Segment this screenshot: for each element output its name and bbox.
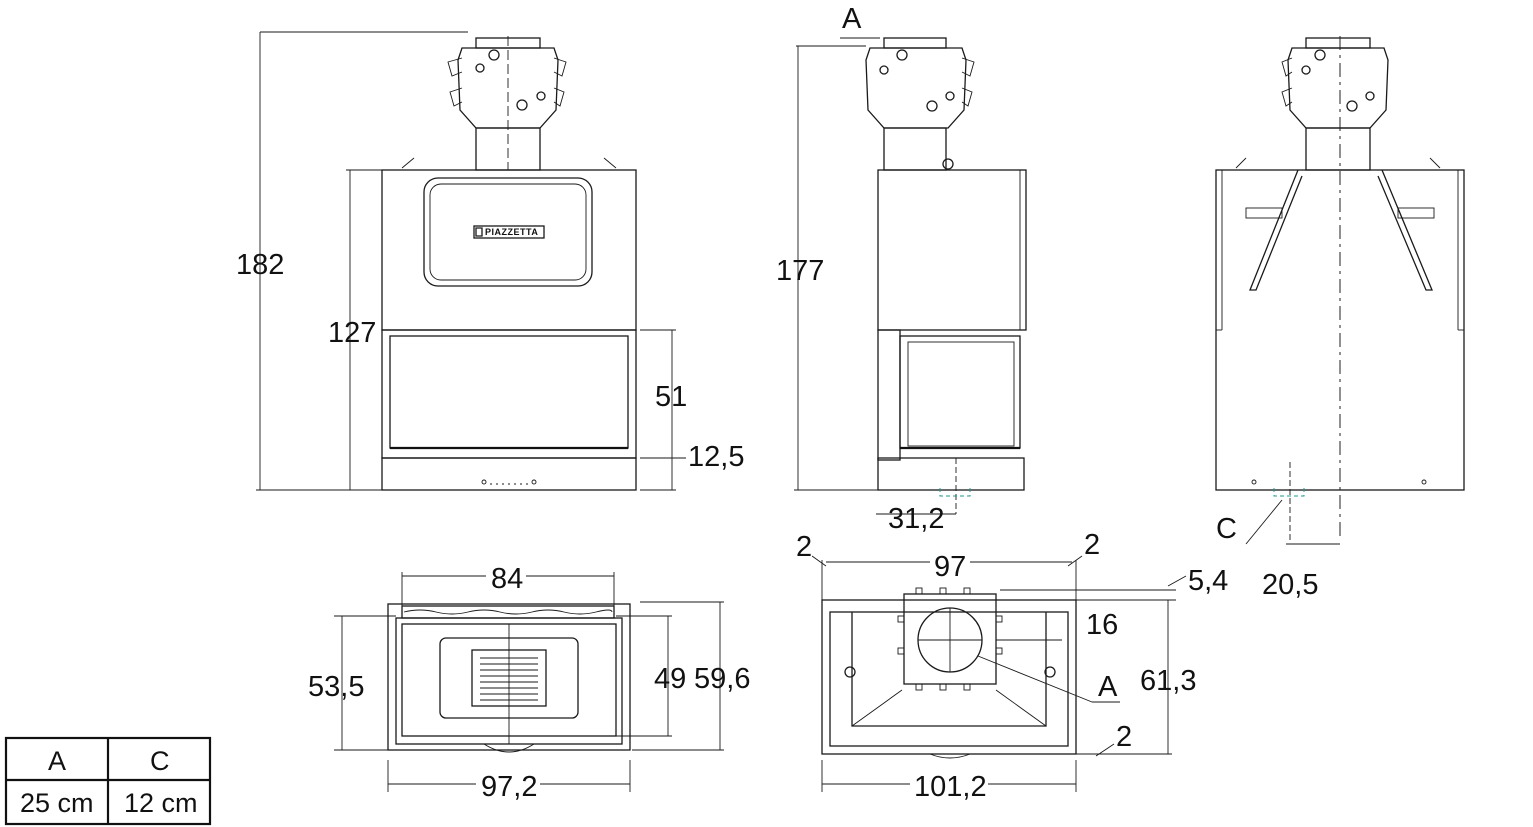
brand-logo (473, 225, 545, 239)
side-hood (877, 169, 1027, 331)
dim-plan-101-2: 101,2 (914, 771, 987, 803)
front-hood-panel (423, 177, 593, 287)
dim-front-127: 127 (328, 317, 376, 349)
dim-plan-2-right: 2 (1084, 529, 1100, 561)
dim-top-84: 84 (491, 563, 523, 595)
plan-dimensions: 97 2 2 5,4 16 61,3 A 2 101,2 (796, 529, 1228, 803)
front-hood (381, 169, 637, 331)
side-flue-collar (865, 37, 975, 171)
dim-front-182: 182 (236, 249, 284, 281)
dim-front-51: 51 (655, 381, 687, 413)
brand-text: PIAZZETTA (485, 227, 538, 237)
plan-view: 97 2 2 5,4 16 61,3 A 2 101,2 (796, 529, 1228, 803)
side-glass (899, 335, 1021, 449)
dim-front-12-5: 12,5 (688, 441, 744, 473)
dim-top-49: 49 (654, 663, 686, 695)
label-a-plan: A (1098, 671, 1118, 703)
dim-side-31-2: 31,2 (888, 503, 944, 535)
label-c-back: C (1216, 513, 1237, 545)
front-firebox (381, 329, 637, 459)
front-view: PIAZZETTA 182 127 51 12,5 (236, 31, 744, 491)
label-a-side: A (842, 3, 862, 35)
table-header-a: A (48, 746, 66, 776)
plan-outline (821, 599, 1077, 755)
table-value-a: 25 cm (20, 788, 94, 818)
dim-plan-61-3: 61,3 (1140, 665, 1196, 697)
dim-plan-16: 16 (1086, 609, 1118, 641)
front-dimensions: 182 127 51 12,5 (236, 31, 744, 491)
top-view: 84 53,5 49 59,6 97,2 (308, 562, 750, 803)
table-header-c: C (150, 746, 170, 776)
dim-plan-97: 97 (934, 551, 966, 583)
front-flue-collar (447, 36, 567, 171)
dim-plan-2-bottom: 2 (1116, 721, 1132, 753)
plan-collar (903, 593, 997, 685)
back-flue-collar (1281, 37, 1389, 171)
dim-back-20-5: 20,5 (1262, 569, 1318, 601)
dim-top-97-2: 97,2 (481, 771, 537, 803)
dim-top-59-6: 59,6 (694, 663, 750, 695)
top-outline (387, 603, 631, 751)
dim-plan-2-left: 2 (796, 531, 812, 563)
side-base (877, 457, 1025, 491)
back-view: C 20,5 (1215, 36, 1465, 601)
dim-side-177: 177 (776, 255, 824, 287)
dim-top-53-5: 53,5 (308, 671, 364, 703)
table-value-c: 12 cm (124, 788, 198, 818)
side-view: A 177 31,2 (776, 3, 1027, 535)
side-dimensions: A 177 31,2 (776, 3, 956, 535)
top-dimensions: 84 53,5 49 59,6 97,2 (308, 562, 750, 803)
back-dimensions: C 20,5 (1216, 499, 1340, 601)
legend-table: A C 25 cm 12 cm (4, 736, 212, 826)
front-base (381, 457, 637, 491)
dim-plan-5-4: 5,4 (1188, 565, 1228, 597)
